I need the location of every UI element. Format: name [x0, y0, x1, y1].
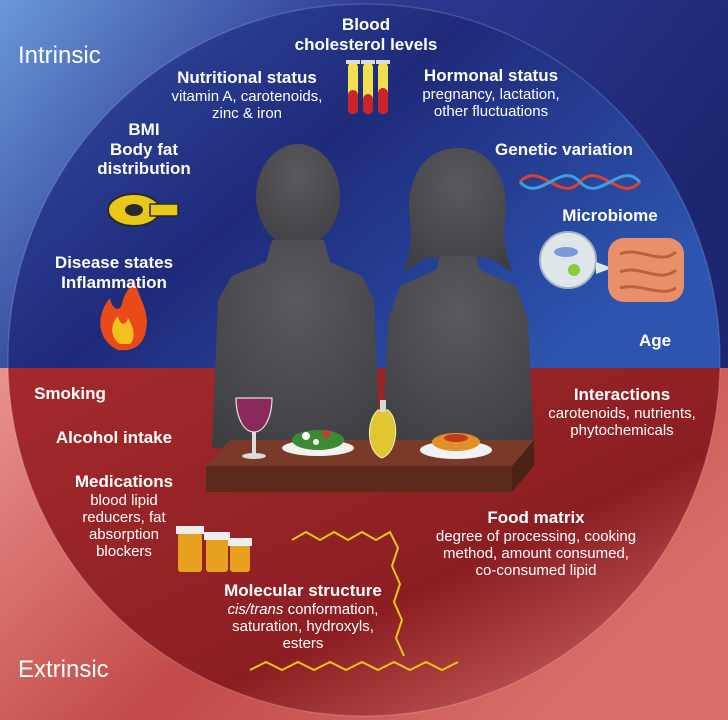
- molecule-chain-icon: [249, 530, 459, 672]
- food-matrix-label: Food matrix degree of processing, cookin…: [435, 508, 637, 580]
- person-silhouettes: [212, 144, 534, 448]
- salad-plate-icon: [282, 430, 354, 456]
- microbiome-icon: [539, 231, 684, 302]
- nutritional-status-label: Nutritional status vitamin A, carotenoid…: [171, 68, 323, 122]
- interactions-label: Interactions carotenoids, nutrients, phy…: [548, 385, 696, 439]
- bmi-label: BMI Body fat distribution: [97, 120, 191, 179]
- extrinsic-label: Extrinsic: [18, 656, 109, 683]
- fire-icon: [100, 280, 147, 351]
- smoking-label: Smoking: [34, 384, 106, 403]
- blood-cholesterol-label: Blood cholesterol levels: [294, 15, 438, 54]
- pill-bottles-icon: [176, 526, 252, 572]
- wine-glass-icon: [235, 397, 273, 459]
- pasta-plate-icon: [420, 433, 492, 459]
- alcohol-intake-label: Alcohol intake: [55, 428, 173, 447]
- hormonal-status-label: Hormonal status pregnancy, lactation, ot…: [422, 66, 560, 120]
- age-label: Age: [638, 331, 672, 350]
- medications-label: Medications blood lipid reducers, fat ab…: [74, 472, 174, 561]
- molecular-structure-label: Molecular structure cis/trans conformati…: [224, 581, 382, 653]
- disease-states-label: Disease states Inflammation: [54, 253, 174, 292]
- test-tubes-icon: [346, 60, 390, 114]
- dna-helix-icon: [518, 174, 642, 190]
- measuring-tape-icon: [107, 193, 179, 227]
- intrinsic-label: Intrinsic: [18, 42, 101, 69]
- oil-bottle-icon: [368, 400, 397, 459]
- genetic-variation-label: Genetic variation: [495, 140, 633, 159]
- microbiome-label: Microbiome: [562, 206, 658, 225]
- cis-trans-text: cis/trans: [227, 600, 284, 618]
- circle-outline: [7, 3, 721, 717]
